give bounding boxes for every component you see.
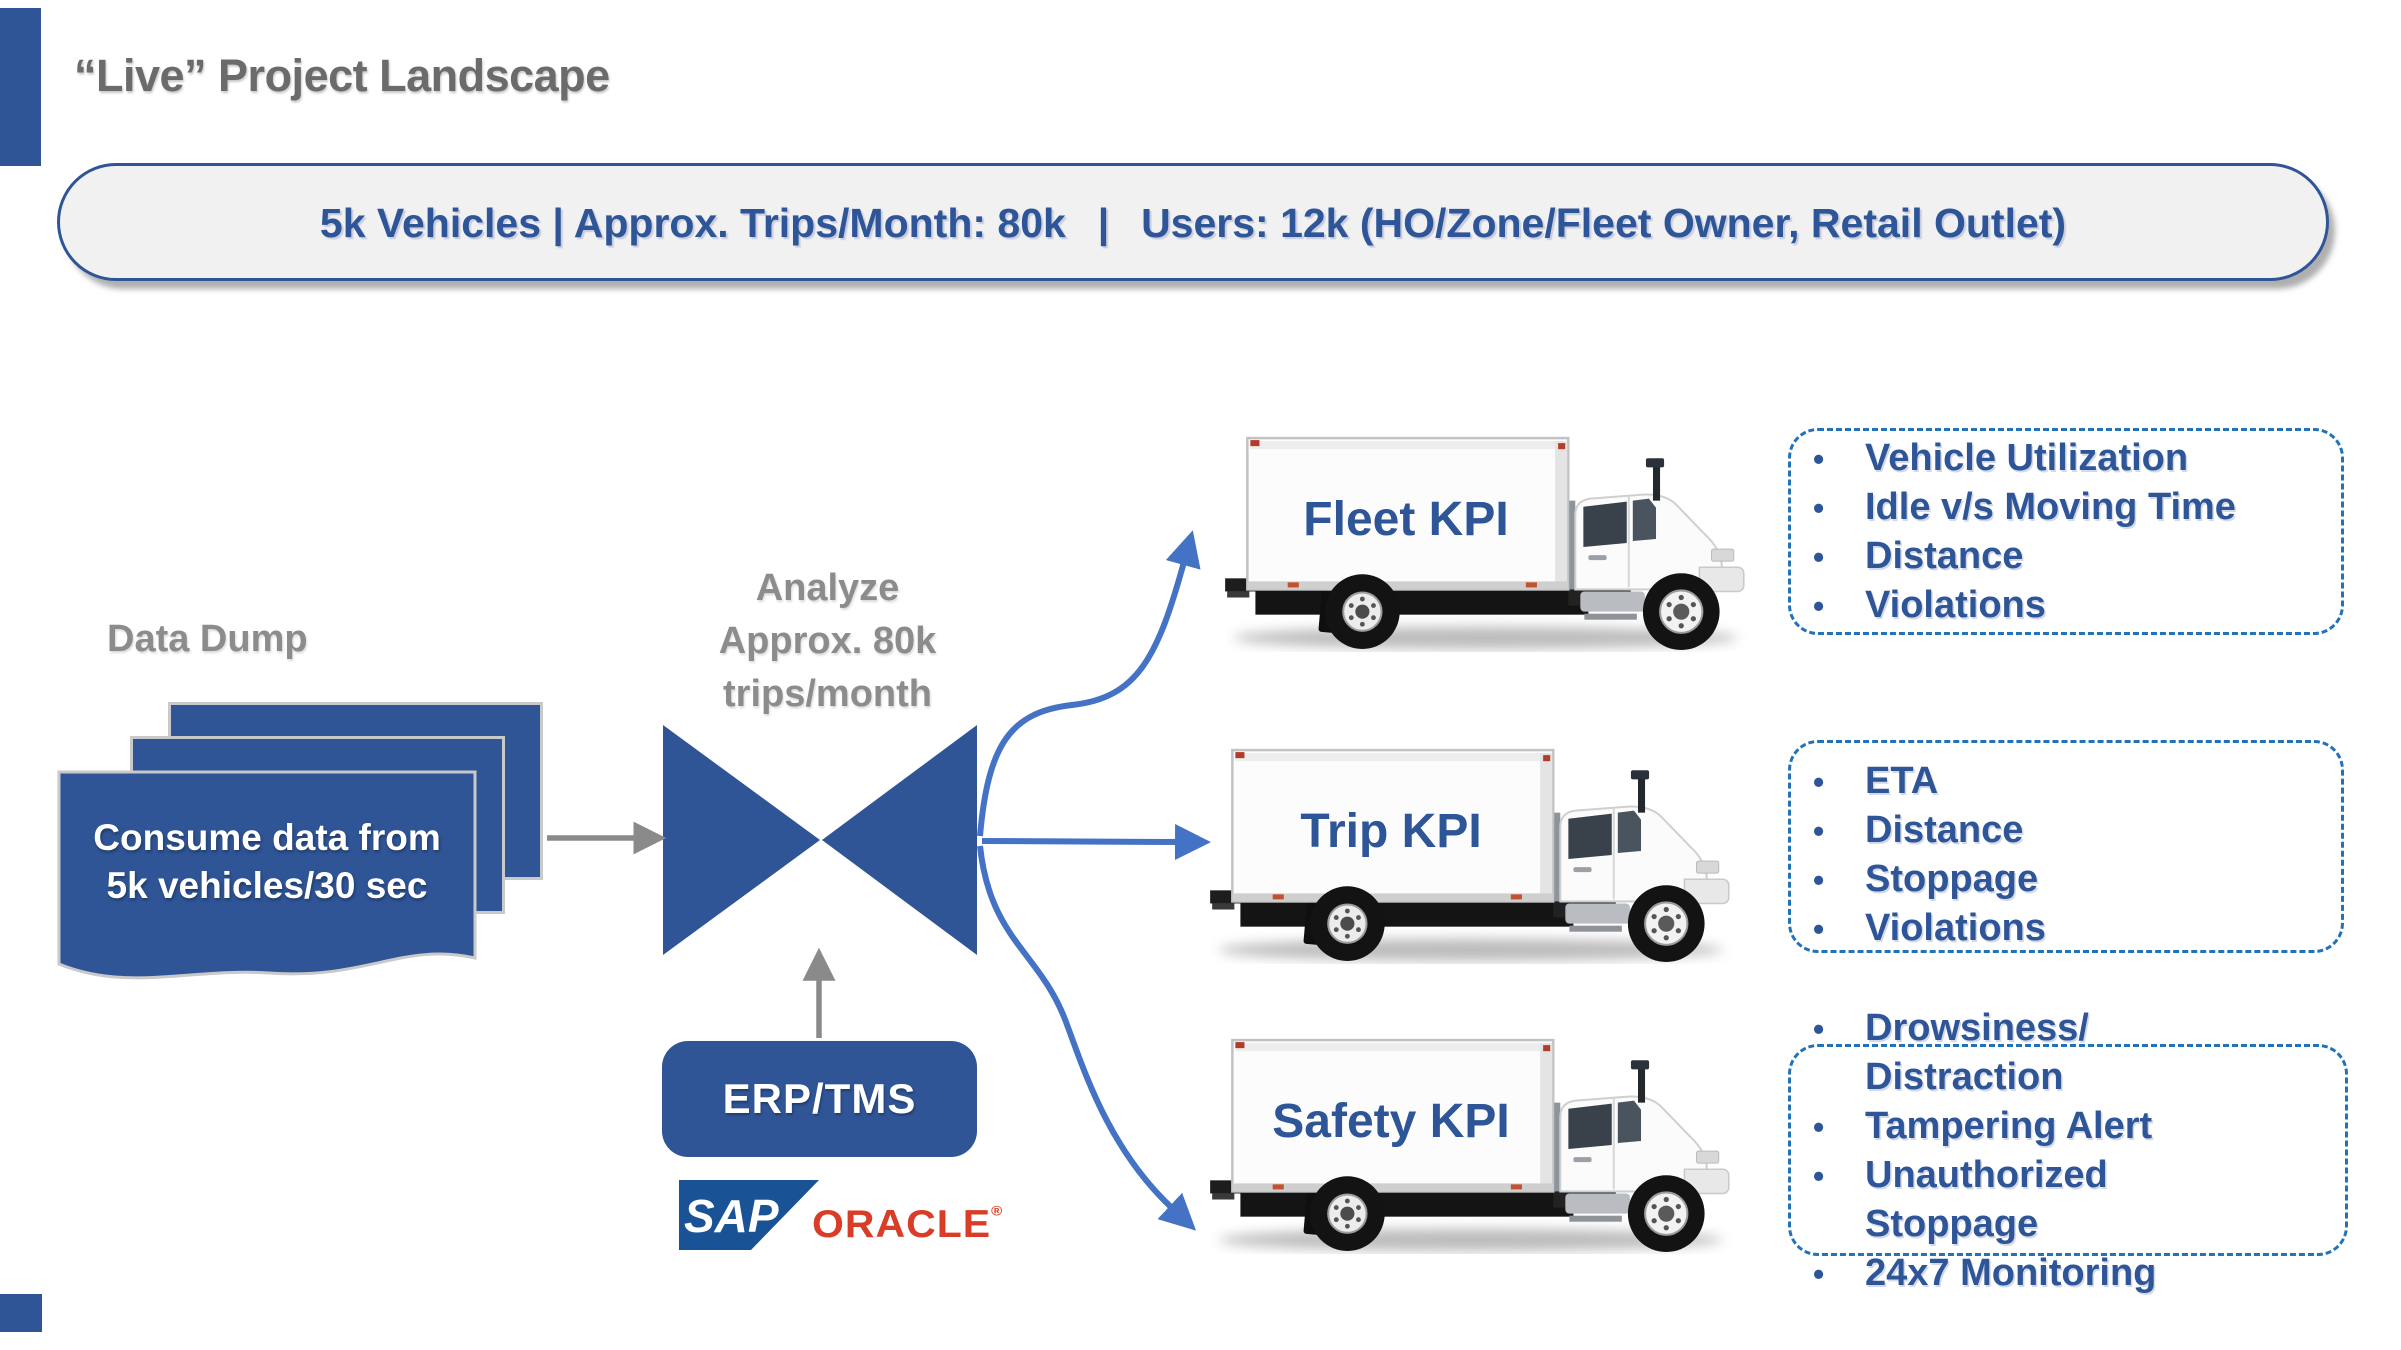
bullet-icon: •: [1813, 539, 1825, 575]
analyze-line2: Approx. 80k: [718, 620, 937, 662]
kpi-item-label: ETA: [1865, 760, 1939, 802]
analyze-line1: Analyze: [755, 567, 900, 609]
safety-truck-label: Safety KPI: [1272, 1095, 1510, 1148]
kpi-item-label: 24x7 Monitoring: [1865, 1252, 2157, 1294]
bullet-icon: •: [1813, 1109, 1825, 1145]
fleet-kpi-list: • Vehicle Utilization • Idle v/s Moving Ti…: [1813, 434, 2333, 630]
list-item: • Violations: [1813, 581, 2333, 630]
erp-tms-box: ERP/TMS: [662, 1041, 977, 1157]
fleet-truck: Fleet KPI: [1225, 430, 1750, 652]
kpi-item-label: Drowsiness/: [1865, 1007, 2089, 1049]
bullet-icon: •: [1813, 1256, 1825, 1292]
bullet-icon: •: [1813, 911, 1825, 947]
kpi-item-label: Stoppage: [1865, 858, 2039, 900]
kpi-item-label: Distance: [1865, 809, 2024, 851]
safety-kpi-list: • Drowsiness/ Distraction • Tampering Aler…: [1813, 1004, 2333, 1298]
list-item: • Unauthorized: [1813, 1151, 2333, 1200]
document-card-line1: Consume data from: [93, 817, 441, 858]
kpi-item-label: Stoppage: [1865, 1203, 2039, 1245]
bullet-icon: •: [1813, 588, 1825, 624]
kpi-item-label: Distraction: [1865, 1056, 2064, 1098]
trip-truck-label: Trip KPI: [1300, 805, 1482, 858]
list-item: • Idle v/s Moving Time: [1813, 483, 2333, 532]
oracle-logo-text: ORACLE: [812, 1202, 992, 1246]
stats-banner-text: 5k Vehicles | Approx. Trips/Month: 80k |…: [319, 199, 2067, 246]
list-item: • Vehicle Utilization: [1813, 434, 2333, 483]
accent-bar: [0, 8, 41, 166]
bullet-icon: •: [1813, 490, 1825, 526]
fleet-truck-label: Fleet KPI: [1303, 493, 1509, 546]
kpi-item-label: Idle v/s Moving Time: [1865, 486, 2236, 528]
bullet-icon: •: [1813, 441, 1825, 477]
trip-kpi-list: • ETA • Distance • Stoppage • Violations: [1813, 757, 2333, 953]
list-item-continuation: Stoppage: [1813, 1200, 2333, 1249]
analyze-label: Analyze Approx. 80k trips/month: [690, 562, 965, 721]
trip-truck: Trip KPI: [1210, 742, 1735, 964]
document-card-text: Consume data from 5k vehicles/30 sec: [57, 814, 477, 910]
fleet-kpi-box: [1788, 428, 2344, 635]
stats-banner: 5k Vehicles | Approx. Trips/Month: 80k |…: [57, 163, 2329, 281]
kpi-item-label: Unauthorized: [1865, 1154, 2108, 1196]
oracle-registered-mark: ®: [991, 1202, 1004, 1220]
list-item: • Drowsiness/: [1813, 1004, 2333, 1053]
bullet-icon: •: [1813, 862, 1825, 898]
document-card-front: [57, 770, 477, 980]
analyze-line3: trips/month: [723, 673, 932, 715]
oracle-logo: ORACLE®: [812, 1202, 1003, 1247]
page-title: “Live” Project Landscape: [74, 50, 610, 101]
kpi-item-label: Distance: [1865, 535, 2024, 577]
sap-logo: SAP: [679, 1180, 819, 1250]
bullet-icon: •: [1813, 764, 1825, 800]
safety-kpi-box: [1788, 1044, 2348, 1256]
data-dump-label: Data Dump: [107, 618, 308, 660]
corner-accent-square: [0, 1294, 42, 1332]
kpi-item-label: Vehicle Utilization: [1865, 437, 2189, 479]
document-card-line2: 5k vehicles/30 sec: [106, 865, 428, 906]
list-item: • Violations: [1813, 904, 2333, 953]
arrow-to-safety-kpi: [977, 845, 1197, 1231]
list-item: • 24x7 Monitoring: [1813, 1249, 2333, 1298]
arrow-to-fleet-kpi: [977, 530, 1201, 837]
kpi-item-label: Violations: [1865, 907, 2046, 949]
list-item: • Distance: [1813, 806, 2333, 855]
kpi-item-label: Violations: [1865, 584, 2046, 626]
erp-tms-label: ERP/TMS: [722, 1075, 917, 1122]
bowtie-shape: [663, 725, 977, 955]
arrow-to-trip-kpi: [981, 823, 1211, 860]
trip-kpi-box: [1788, 740, 2344, 953]
list-item: • Distance: [1813, 532, 2333, 581]
safety-truck: Safety KPI: [1210, 1032, 1735, 1254]
bullet-icon: •: [1813, 813, 1825, 849]
bullet-icon: •: [1813, 1158, 1825, 1194]
list-item: • ETA: [1813, 757, 2333, 806]
list-item: • Tampering Alert: [1813, 1102, 2333, 1151]
list-item: • Stoppage: [1813, 855, 2333, 904]
list-item-continuation: Distraction: [1813, 1053, 2333, 1102]
sap-logo-text: SAP: [684, 1190, 779, 1242]
bullet-icon: •: [1813, 1011, 1825, 1047]
kpi-item-label: Tampering Alert: [1865, 1105, 2153, 1147]
